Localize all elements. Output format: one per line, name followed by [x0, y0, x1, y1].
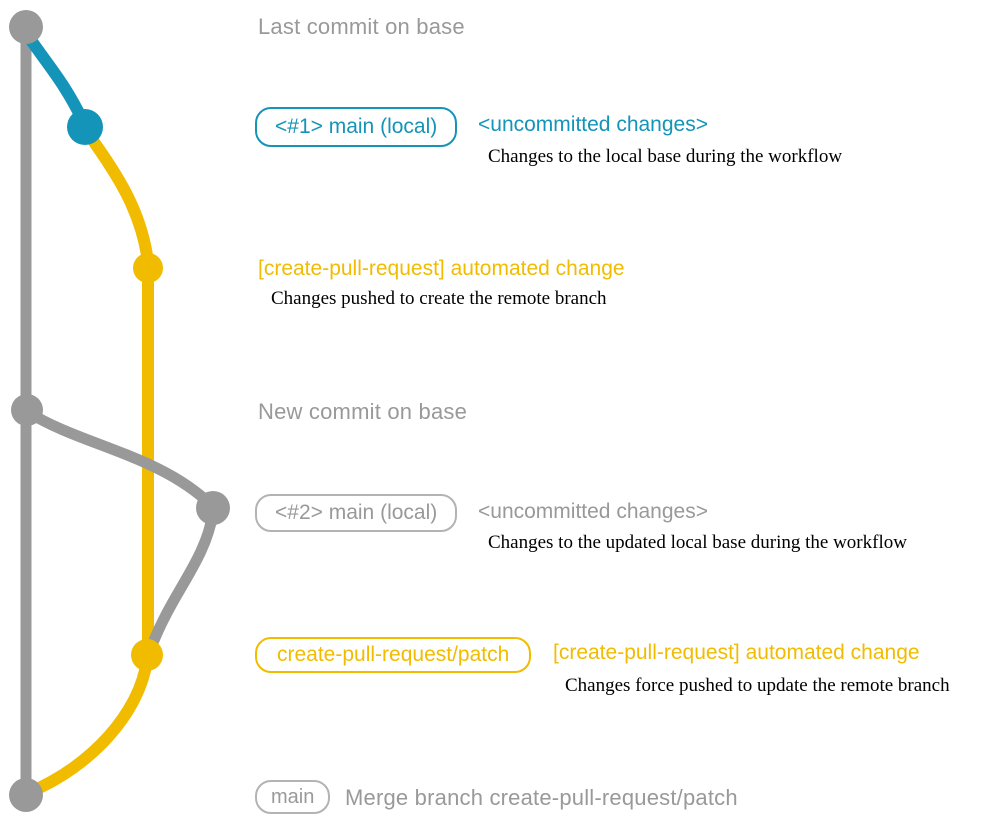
commit-dot-automated1 — [133, 253, 163, 283]
base-to-local1-curve — [20, 27, 89, 127]
commit-dot-automated2 — [131, 639, 163, 671]
base-to-local2-curve — [22, 406, 217, 511]
new-commit-label: New commit on base — [258, 399, 468, 424]
branch-badge-patch: create-pull-request/patch — [255, 637, 532, 673]
commit-dot-last-base — [9, 10, 43, 44]
local2-to-patch-curve — [145, 507, 219, 654]
commit-dot-merge — [9, 778, 43, 812]
uncommitted-changes-desc-2: Changes to the updated local base during… — [488, 532, 907, 553]
automated-change-desc-2: Changes force pushed to update the remot… — [565, 675, 950, 696]
uncommitted-changes-desc-1: Changes to the local base during the wor… — [488, 146, 843, 167]
last-commit-label: Last commit on base — [258, 14, 465, 39]
branch-badge-main-local-2: <#2> main (local) — [255, 494, 458, 532]
commit-dot-new-base — [11, 394, 43, 426]
merge-commit-label: Merge branch create-pull-request/patch — [345, 785, 738, 810]
branch-badge-main: main — [255, 780, 331, 814]
local1-to-patch-curve — [81, 126, 154, 268]
commit-dot-local2 — [196, 491, 230, 525]
automated-change-desc-1: Changes pushed to create the remote bran… — [271, 288, 607, 309]
commit-dot-local1 — [67, 109, 103, 145]
automated-change-title-1: [create-pull-request] automated change — [258, 257, 625, 280]
patch-to-merge-curve — [24, 654, 153, 798]
uncommitted-changes-title-2: <uncommitted changes> — [478, 500, 708, 523]
automated-change-title-2: [create-pull-request] automated change — [553, 641, 920, 664]
uncommitted-changes-title-1: <uncommitted changes> — [478, 113, 708, 136]
branch-badge-main-local-1: <#1> main (local) — [255, 107, 458, 147]
